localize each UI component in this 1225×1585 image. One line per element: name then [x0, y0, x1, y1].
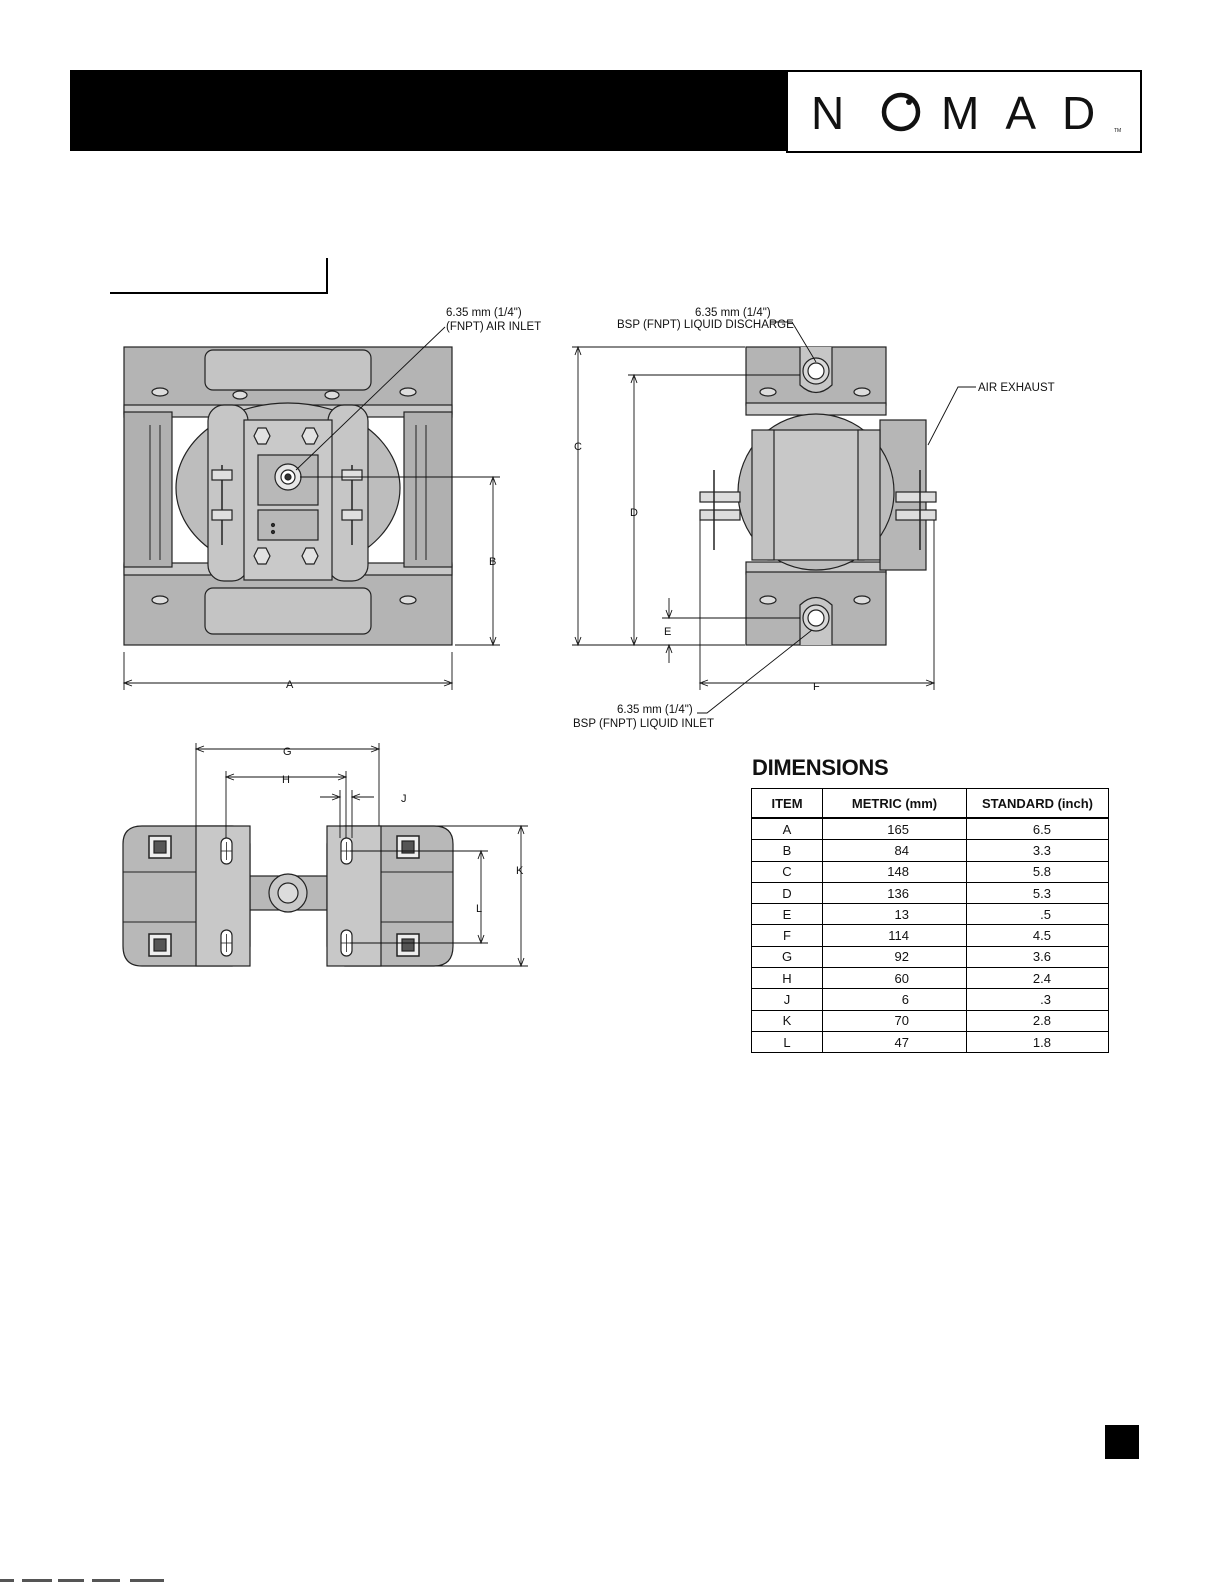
metric-cell: 6	[822, 988, 967, 1011]
logo-trademark: TM	[1114, 128, 1121, 134]
metric-cell: 60	[822, 967, 967, 990]
item-cell: J	[751, 988, 823, 1011]
side-dimensions	[572, 321, 976, 714]
item-cell: L	[751, 1031, 823, 1054]
header-metric: METRIC (mm)	[822, 788, 967, 819]
inlet-callout-line2: BSP (FNPT) LIQUID INLET	[573, 718, 714, 730]
item-cell: G	[751, 946, 823, 969]
page-marker	[1105, 1425, 1139, 1459]
logo-o-ring	[881, 92, 921, 132]
dimensions-title: DIMENSIONS	[752, 755, 889, 780]
dim-label-g: G	[283, 746, 292, 758]
item-cell: E	[751, 903, 823, 926]
metric-cell: 165	[822, 818, 967, 841]
scan-artifact-strip	[0, 1579, 170, 1583]
item-cell: D	[751, 882, 823, 905]
standard-cell: 3.6	[966, 946, 1109, 969]
metric-cell: 92	[822, 946, 967, 969]
metric-cell: 148	[822, 861, 967, 883]
air-exhaust-callout: AIR EXHAUST	[978, 382, 1055, 394]
side-view	[699, 346, 937, 646]
item-cell: K	[751, 1010, 823, 1032]
dim-label-h: H	[282, 774, 290, 786]
metric-cell: 136	[822, 882, 967, 905]
dim-label-e: E	[664, 626, 671, 638]
standard-cell: 5.3	[966, 882, 1109, 905]
metric-cell: 70	[822, 1010, 967, 1032]
discharge-callout-line1: 6.35 mm (1/4")	[695, 307, 771, 319]
discharge-callout-line2: BSP (FNPT) LIQUID DISCHARGE	[617, 319, 794, 331]
air-inlet-callout-line2: (FNPT) AIR INLET	[446, 321, 541, 333]
dim-label-c: C	[574, 441, 582, 453]
brand-logo: N MAD TM	[786, 70, 1142, 153]
header-item: ITEM	[751, 788, 823, 819]
bottom-view	[122, 825, 454, 967]
item-cell: B	[751, 839, 823, 862]
item-cell: H	[751, 967, 823, 990]
front-view	[123, 346, 453, 646]
standard-cell: 5.8	[966, 861, 1109, 883]
bottom-dimensions	[194, 743, 528, 968]
metric-cell: 114	[822, 924, 967, 947]
standard-cell: .3	[966, 988, 1109, 1011]
dim-label-l: L	[476, 903, 482, 915]
air-inlet-callout-line1: 6.35 mm (1/4")	[446, 307, 522, 319]
metric-cell: 13	[822, 903, 967, 926]
header-bar	[70, 70, 786, 151]
header-standard: STANDARD (inch)	[966, 788, 1109, 819]
standard-cell: 2.4	[966, 967, 1109, 990]
front-dimensions	[122, 326, 500, 690]
dim-label-b: B	[489, 556, 496, 568]
item-cell: C	[751, 861, 823, 883]
logo-letters-mad: MAD	[941, 87, 1121, 139]
dim-label-j: J	[401, 793, 407, 805]
logo-wordmark: N MAD TM	[811, 87, 1121, 139]
standard-cell: 1.8	[966, 1031, 1109, 1054]
standard-cell: 6.5	[966, 818, 1109, 841]
standard-cell: .5	[966, 903, 1109, 926]
standard-cell: 3.3	[966, 839, 1109, 862]
dimensions-header-row: ITEM METRIC (mm) STANDARD (inch)	[751, 788, 1109, 819]
standard-cell: 2.8	[966, 1010, 1109, 1032]
dim-label-k: K	[516, 865, 524, 877]
item-cell: A	[751, 818, 823, 841]
metric-cell: 84	[822, 839, 967, 862]
dim-label-f: F	[813, 681, 820, 693]
metric-cell: 47	[822, 1031, 967, 1054]
dim-label-a: A	[286, 679, 294, 691]
section-tab	[110, 258, 328, 294]
logo-letter-n: N	[811, 87, 846, 139]
inlet-callout-line1: 6.35 mm (1/4")	[617, 704, 693, 716]
standard-cell: 4.5	[966, 924, 1109, 947]
dim-label-d: D	[630, 507, 638, 519]
item-cell: F	[751, 924, 823, 947]
